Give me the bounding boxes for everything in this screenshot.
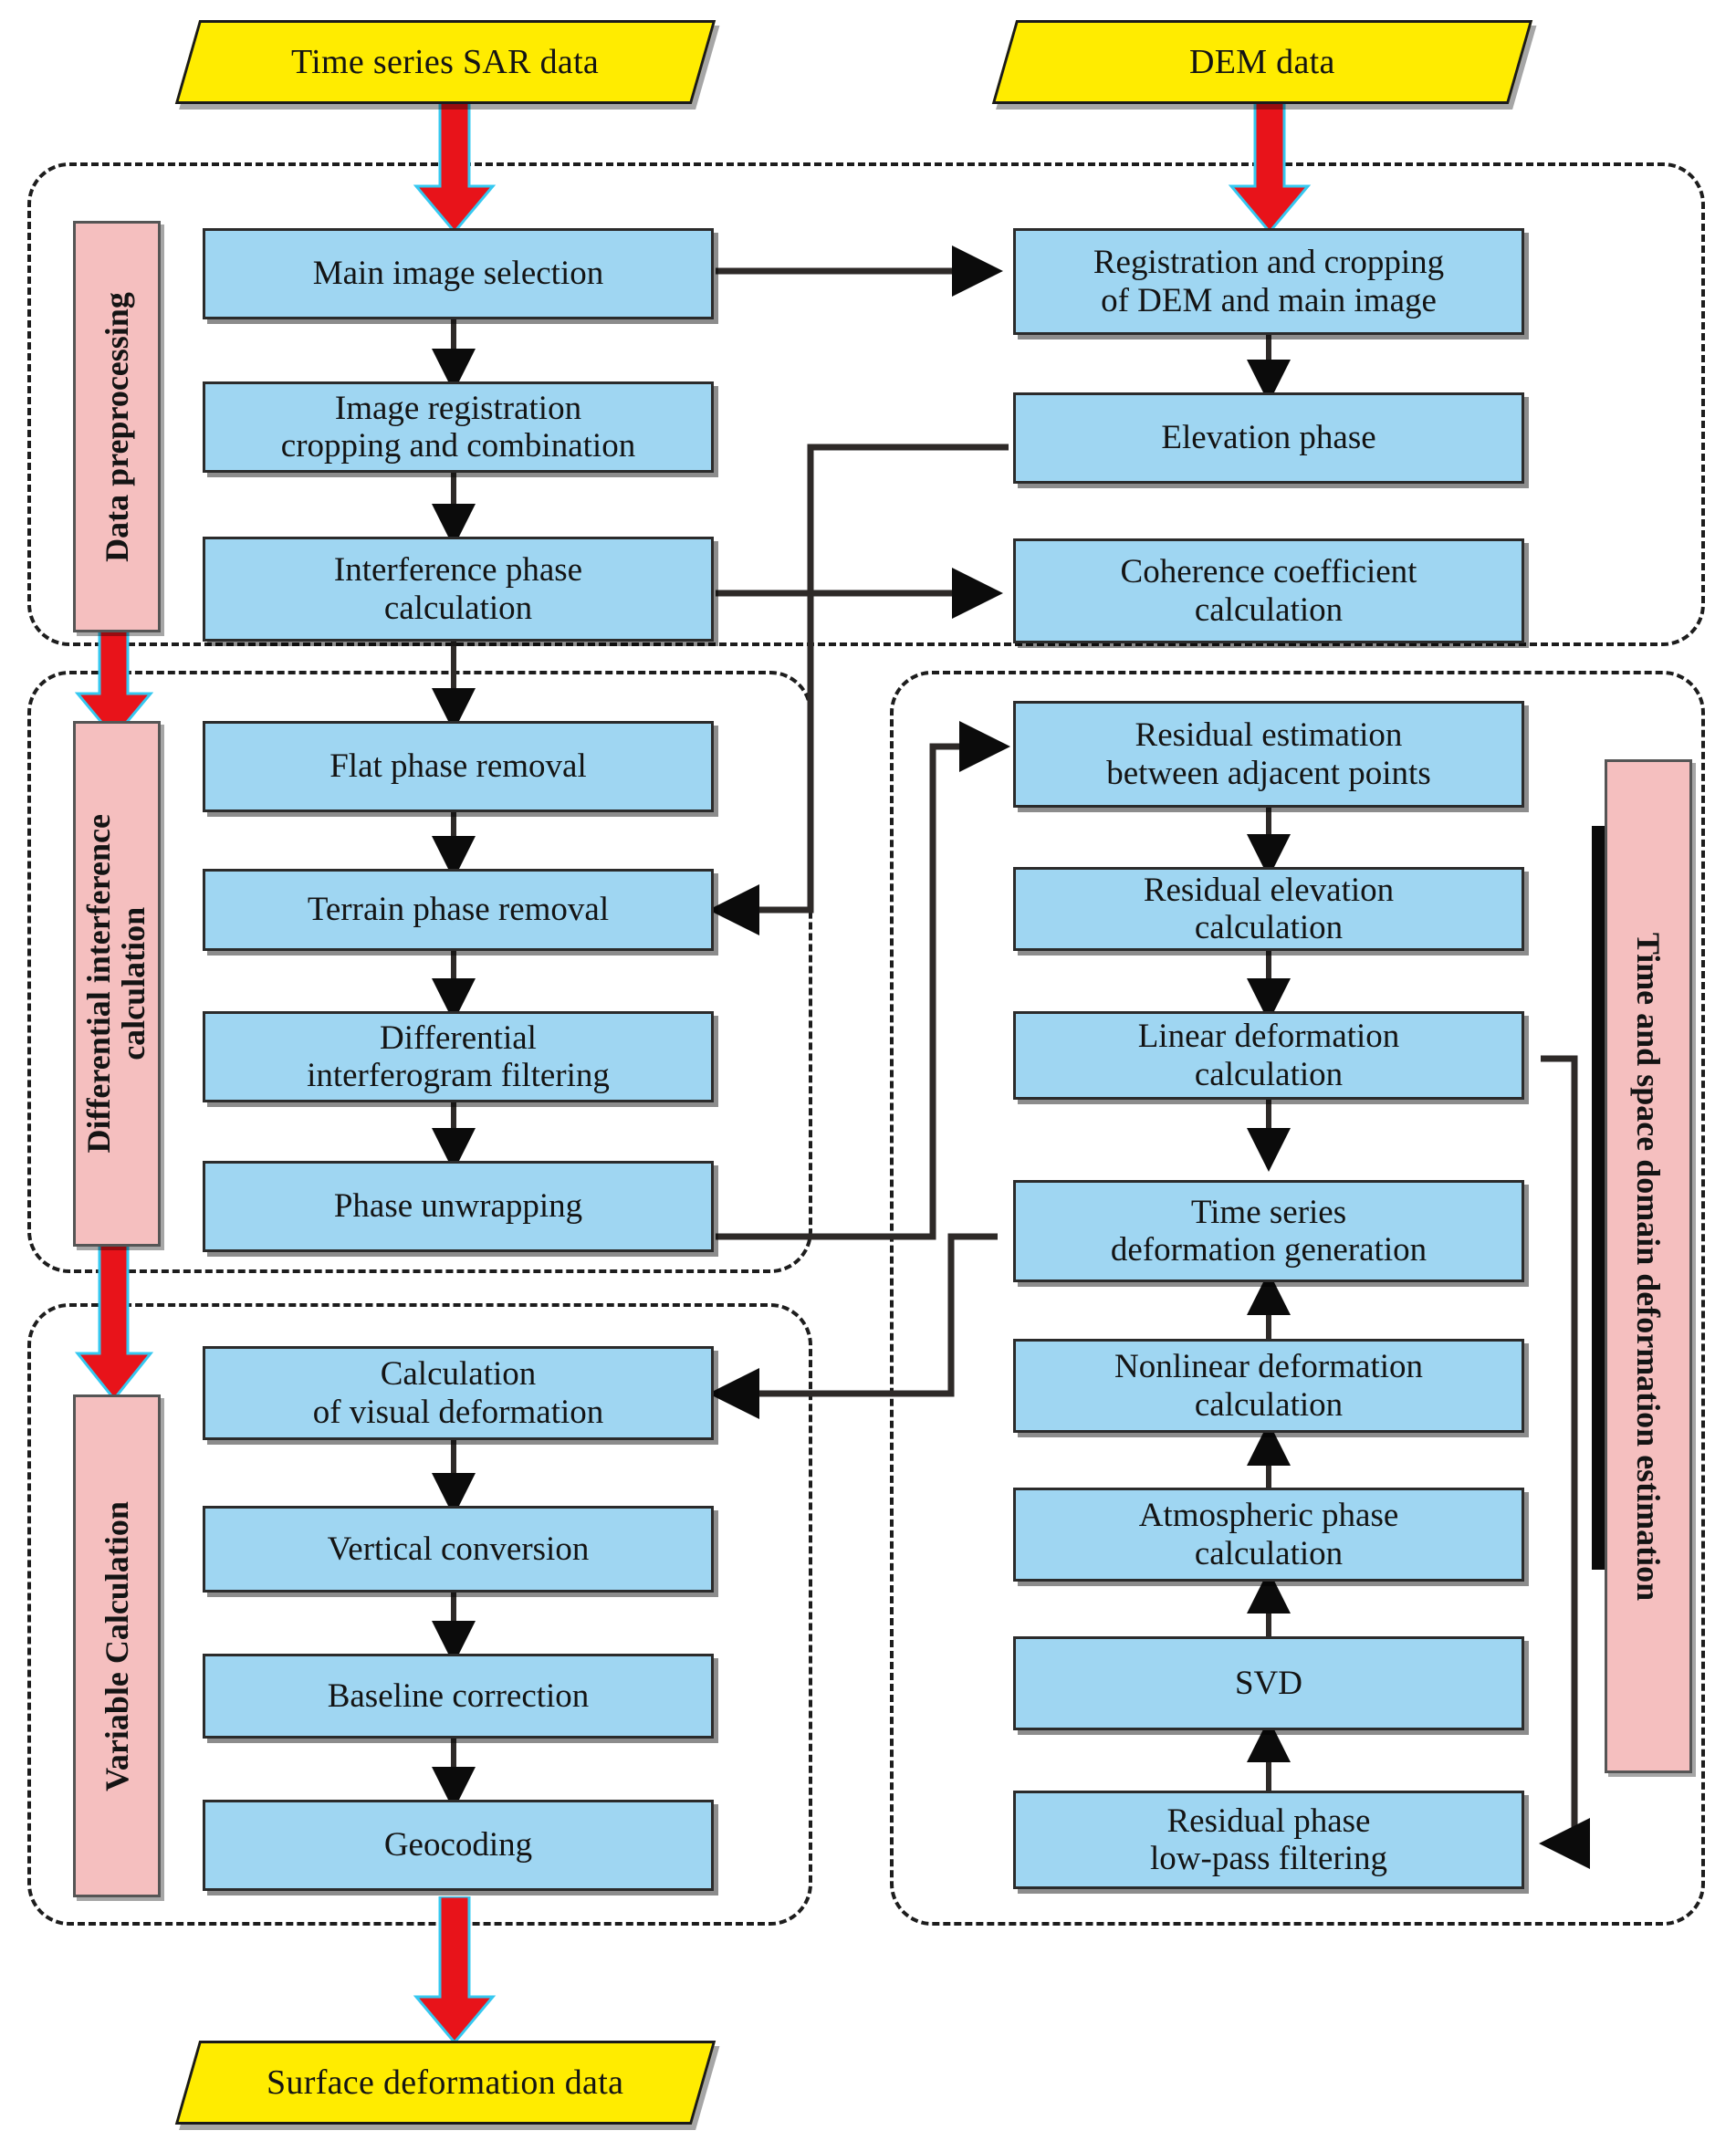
process-baseline-correction-label: Baseline correction	[327, 1676, 590, 1715]
output-surface-deformation[interactable]: Surface deformation data	[174, 2041, 716, 2125]
process-vertical-conversion[interactable]: Vertical conversion	[203, 1506, 714, 1593]
stage-timespace-text: Time and space domain deformation estima…	[1630, 932, 1667, 1601]
process-vertical-conversion-label: Vertical conversion	[327, 1530, 590, 1568]
timespace-accent-bar-lower	[1592, 940, 1605, 1570]
process-atmospheric-phase-label: Atmospheric phase calculation	[1138, 1497, 1399, 1572]
process-nonlinear-deformation-label: Nonlinear deformation calculation	[1114, 1348, 1424, 1424]
input-dem-data[interactable]: DEM data	[991, 20, 1533, 104]
process-svd[interactable]: SVD	[1013, 1636, 1524, 1730]
process-atmospheric-phase[interactable]: Atmospheric phase calculation	[1013, 1488, 1524, 1582]
process-main-image-selection-label: Main image selection	[312, 255, 604, 293]
process-time-series-deformation-label: Time series deformation generation	[1110, 1193, 1427, 1269]
process-time-series-deformation[interactable]: Time series deformation generation	[1013, 1180, 1524, 1282]
output-label: Surface deformation data	[267, 2063, 624, 2102]
edge-timeseries-to-visual	[708, 1233, 998, 1419]
stage-diffinterf-text: Differential interference calculation	[80, 814, 152, 1154]
input-dem-label: DEM data	[1189, 43, 1335, 81]
process-main-image-selection[interactable]: Main image selection	[203, 228, 714, 319]
process-calculation-visual-deformation-label: Calculation of visual deformation	[312, 1355, 604, 1431]
red-arrow-geocoding-to-output	[413, 1896, 497, 2044]
process-residual-elevation[interactable]: Residual elevation calculation	[1013, 867, 1524, 951]
process-phase-unwrapping-label: Phase unwrapping	[333, 1187, 583, 1226]
process-elevation-phase[interactable]: Elevation phase	[1013, 392, 1524, 484]
process-flat-phase-removal[interactable]: Flat phase removal	[203, 721, 714, 812]
process-elevation-phase-label: Elevation phase	[1161, 419, 1376, 457]
input-sar-data[interactable]: Time series SAR data	[174, 20, 716, 104]
stage-label-differential-interference: Differential interference calculation	[73, 721, 161, 1247]
stage-preprocessing-text: Data preprocessing	[99, 291, 136, 562]
process-nonlinear-deformation[interactable]: Nonlinear deformation calculation	[1013, 1339, 1524, 1433]
process-registration-dem-label: Registration and cropping of DEM and mai…	[1093, 244, 1445, 319]
process-baseline-correction[interactable]: Baseline correction	[203, 1654, 714, 1739]
red-arrow-dem-to-preprocessing	[1228, 88, 1312, 234]
process-residual-lowpass-label: Residual phase low-pass filtering	[1150, 1802, 1387, 1877]
process-svd-label: SVD	[1234, 1664, 1303, 1702]
edge-linear-to-lowpass	[1539, 1055, 1590, 1869]
process-terrain-phase-removal[interactable]: Terrain phase removal	[203, 869, 714, 951]
process-flat-phase-removal-label: Flat phase removal	[329, 747, 587, 786]
process-geocoding[interactable]: Geocoding	[203, 1800, 714, 1891]
process-residual-estimation[interactable]: Residual estimation between adjacent poi…	[1013, 701, 1524, 808]
red-arrow-stage2-to-stage3	[75, 1232, 153, 1401]
stage-label-time-space-deformation: Time and space domain deformation estima…	[1605, 759, 1692, 1773]
process-differential-interferogram-filtering-label: Differential interferogram filtering	[307, 1018, 610, 1094]
red-arrow-sar-to-preprocessing	[413, 88, 497, 234]
process-registration-dem[interactable]: Registration and cropping of DEM and mai…	[1013, 228, 1524, 335]
process-coherence-coefficient[interactable]: Coherence coefficient calculation	[1013, 538, 1524, 643]
process-phase-unwrapping[interactable]: Phase unwrapping	[203, 1161, 714, 1252]
process-calculation-visual-deformation[interactable]: Calculation of visual deformation	[203, 1346, 714, 1440]
process-image-registration[interactable]: Image registration cropping and combinat…	[203, 381, 714, 473]
process-terrain-phase-removal-label: Terrain phase removal	[307, 891, 610, 929]
process-residual-elevation-label: Residual elevation calculation	[1143, 871, 1395, 946]
process-geocoding-label: Geocoding	[383, 1826, 533, 1864]
process-interference-phase[interactable]: Interference phase calculation	[203, 537, 714, 642]
edge-unwrap-to-residest	[716, 721, 1010, 1240]
input-sar-label: Time series SAR data	[291, 43, 600, 81]
process-residual-lowpass[interactable]: Residual phase low-pass filtering	[1013, 1791, 1524, 1889]
stage-label-variable-calculation: Variable Calculation	[73, 1394, 161, 1897]
edge-elev-to-terrain	[708, 444, 1009, 935]
stage-variable-text: Variable Calculation	[99, 1500, 136, 1791]
process-image-registration-label: Image registration cropping and combinat…	[280, 389, 636, 465]
stage-label-data-preprocessing: Data preprocessing	[73, 221, 161, 632]
process-interference-phase-label: Interference phase calculation	[333, 551, 583, 627]
process-linear-deformation-label: Linear deformation calculation	[1137, 1018, 1400, 1093]
process-linear-deformation[interactable]: Linear deformation calculation	[1013, 1011, 1524, 1100]
process-coherence-coefficient-label: Coherence coefficient calculation	[1120, 553, 1417, 629]
process-residual-estimation-label: Residual estimation between adjacent poi…	[1106, 716, 1431, 792]
process-differential-interferogram-filtering[interactable]: Differential interferogram filtering	[203, 1011, 714, 1102]
